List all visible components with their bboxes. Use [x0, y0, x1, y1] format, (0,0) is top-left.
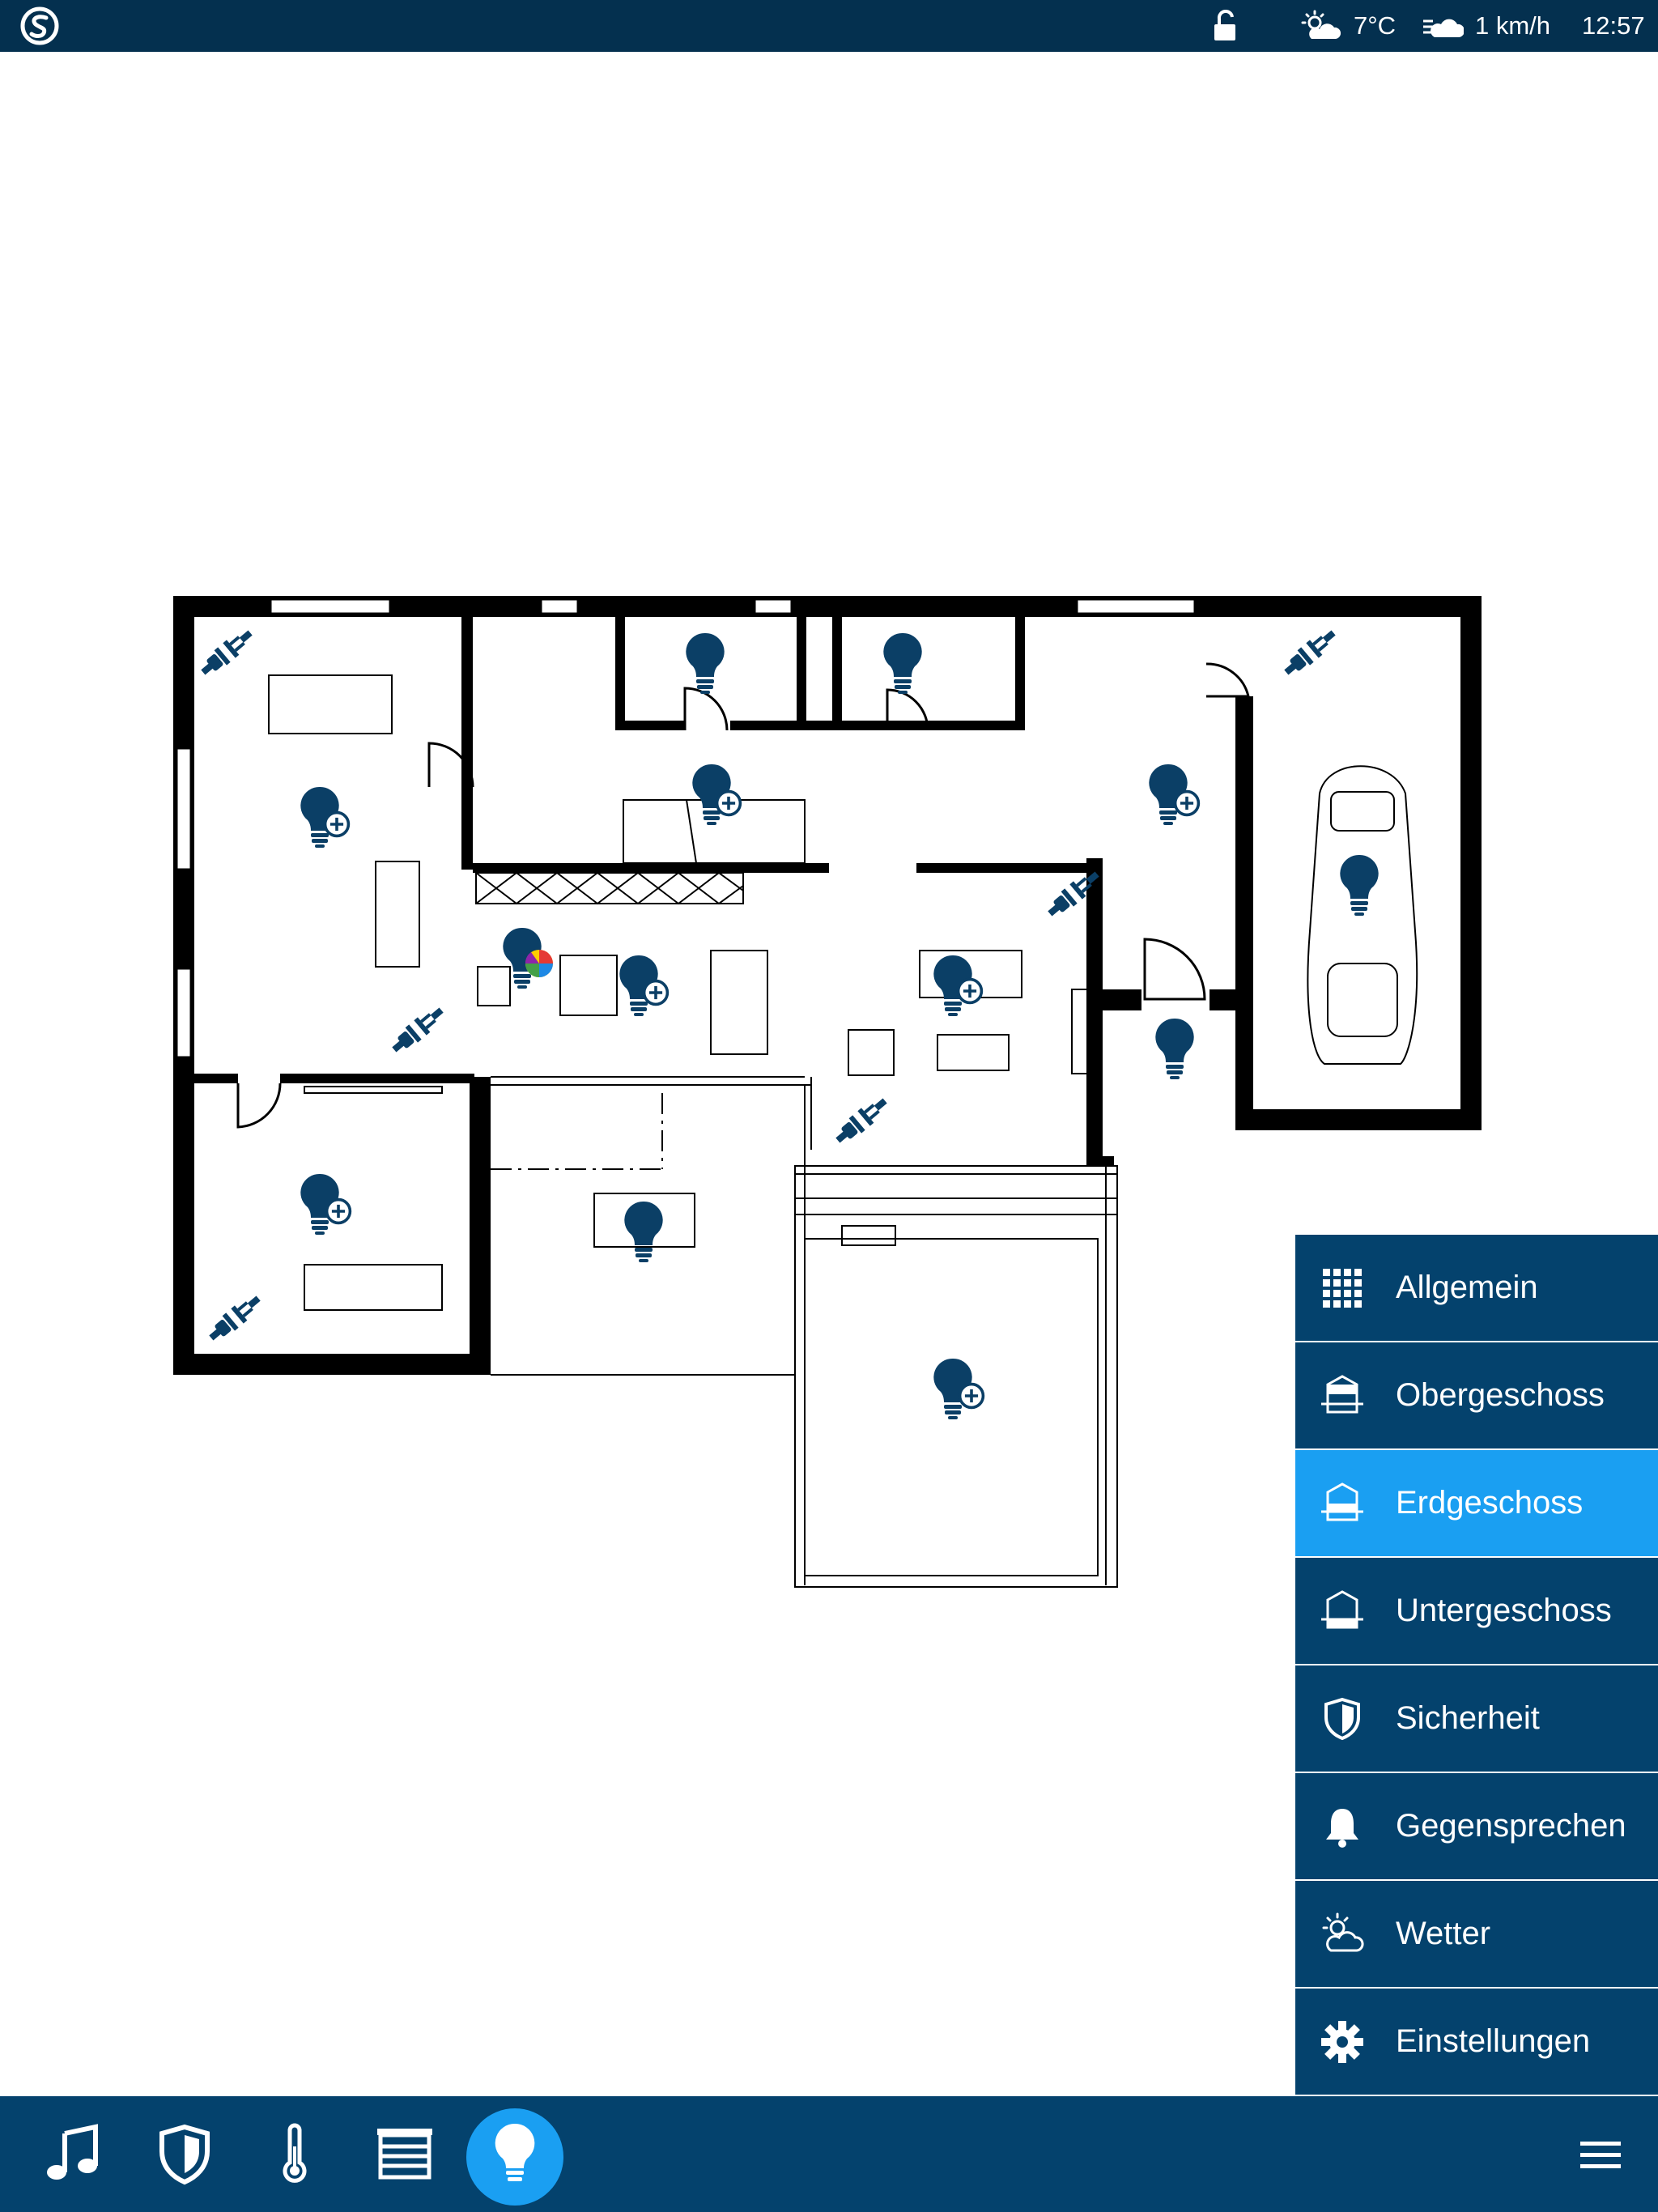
floor-icon: [1321, 1482, 1363, 1521]
menu-item-label: Gegensprechen: [1396, 1808, 1626, 1844]
menu-item-label: Erdgeschoss: [1396, 1485, 1584, 1521]
app-logo-icon[interactable]: [19, 6, 60, 45]
menu-item-einstellungen[interactable]: Einstellungen: [1295, 1989, 1658, 2095]
music-note-icon[interactable]: [42, 2122, 107, 2187]
unlocked-lock-icon[interactable]: [1210, 10, 1241, 42]
lightbulb-icon[interactable]: [624, 1201, 663, 1262]
plus-icon[interactable]: [1173, 789, 1201, 817]
hamburger-menu-icon[interactable]: [1566, 2122, 1630, 2187]
sun-behind-cloud-icon: [1301, 10, 1341, 39]
plug-icon[interactable]: [1280, 625, 1340, 680]
menu-item-label: Untergeschoss: [1396, 1593, 1612, 1628]
plug-icon[interactable]: [205, 1291, 265, 1346]
plus-icon[interactable]: [715, 789, 742, 817]
shield-icon[interactable]: [152, 2122, 217, 2187]
floor-menu: Allgemein Obergeschoss Erdgeschoss Unter…: [1295, 1235, 1658, 2096]
plus-icon[interactable]: [958, 1382, 985, 1410]
status-bar: 7°C 1 km/h 12:57: [0, 0, 1658, 52]
menu-item-erdgeschoss[interactable]: Erdgeschoss: [1295, 1450, 1658, 1556]
blinds-icon[interactable]: [372, 2122, 437, 2187]
menu-item-sicherheit[interactable]: Sicherheit: [1295, 1665, 1658, 1772]
menu-item-label: Sicherheit: [1396, 1700, 1540, 1736]
plug-icon[interactable]: [197, 625, 257, 680]
lightbulb-icon[interactable]: [1340, 854, 1379, 916]
plug-icon[interactable]: [388, 1002, 448, 1057]
floor-icon: [1321, 1375, 1363, 1414]
lightbulb-icon[interactable]: [483, 2121, 547, 2185]
lightbulb-icon[interactable]: [686, 632, 725, 694]
walls: [173, 596, 1482, 1375]
menu-item-gegensprechen[interactable]: Gegensprechen: [1295, 1773, 1658, 1879]
menu-item-label: Obergeschoss: [1396, 1377, 1605, 1413]
temperature-readout: 7°C: [1354, 11, 1397, 40]
floor-icon: [1321, 1590, 1363, 1629]
color-wheel-icon[interactable]: [525, 950, 553, 977]
plus-icon[interactable]: [642, 979, 670, 1006]
device-layer: [197, 625, 1379, 1419]
plus-icon[interactable]: [325, 1197, 352, 1225]
menu-item-label: Einstellungen: [1396, 2023, 1591, 2059]
clock: 12:57: [1582, 11, 1645, 40]
grid-icon: [1323, 1269, 1362, 1308]
windows: [175, 598, 1197, 1059]
menu-item-label: Wetter: [1396, 1916, 1491, 1951]
plug-icon[interactable]: [831, 1093, 891, 1148]
wind-cloud-icon: [1423, 19, 1464, 37]
plus-icon[interactable]: [323, 810, 351, 838]
bell-icon: [1326, 1809, 1358, 1848]
wind-speed-readout: 1 km/h: [1475, 11, 1551, 40]
lightbulb-icon[interactable]: [883, 632, 922, 694]
plus-icon[interactable]: [956, 977, 984, 1005]
thermometer-icon[interactable]: [262, 2122, 327, 2187]
weather-icon: [1322, 1912, 1364, 1952]
menu-item-allgemein[interactable]: Allgemein: [1295, 1235, 1658, 1341]
menu-item-untergeschoss[interactable]: Untergeschoss: [1295, 1558, 1658, 1664]
gear-icon: [1321, 2021, 1363, 2063]
menu-item-wetter[interactable]: Wetter: [1295, 1881, 1658, 1987]
shield-icon: [1324, 1697, 1360, 1741]
menu-item-obergeschoss[interactable]: Obergeschoss: [1295, 1342, 1658, 1448]
lightbulb-icon[interactable]: [1155, 1018, 1194, 1079]
bottom-nav: [0, 2096, 1658, 2212]
menu-item-label: Allgemein: [1396, 1270, 1538, 1305]
